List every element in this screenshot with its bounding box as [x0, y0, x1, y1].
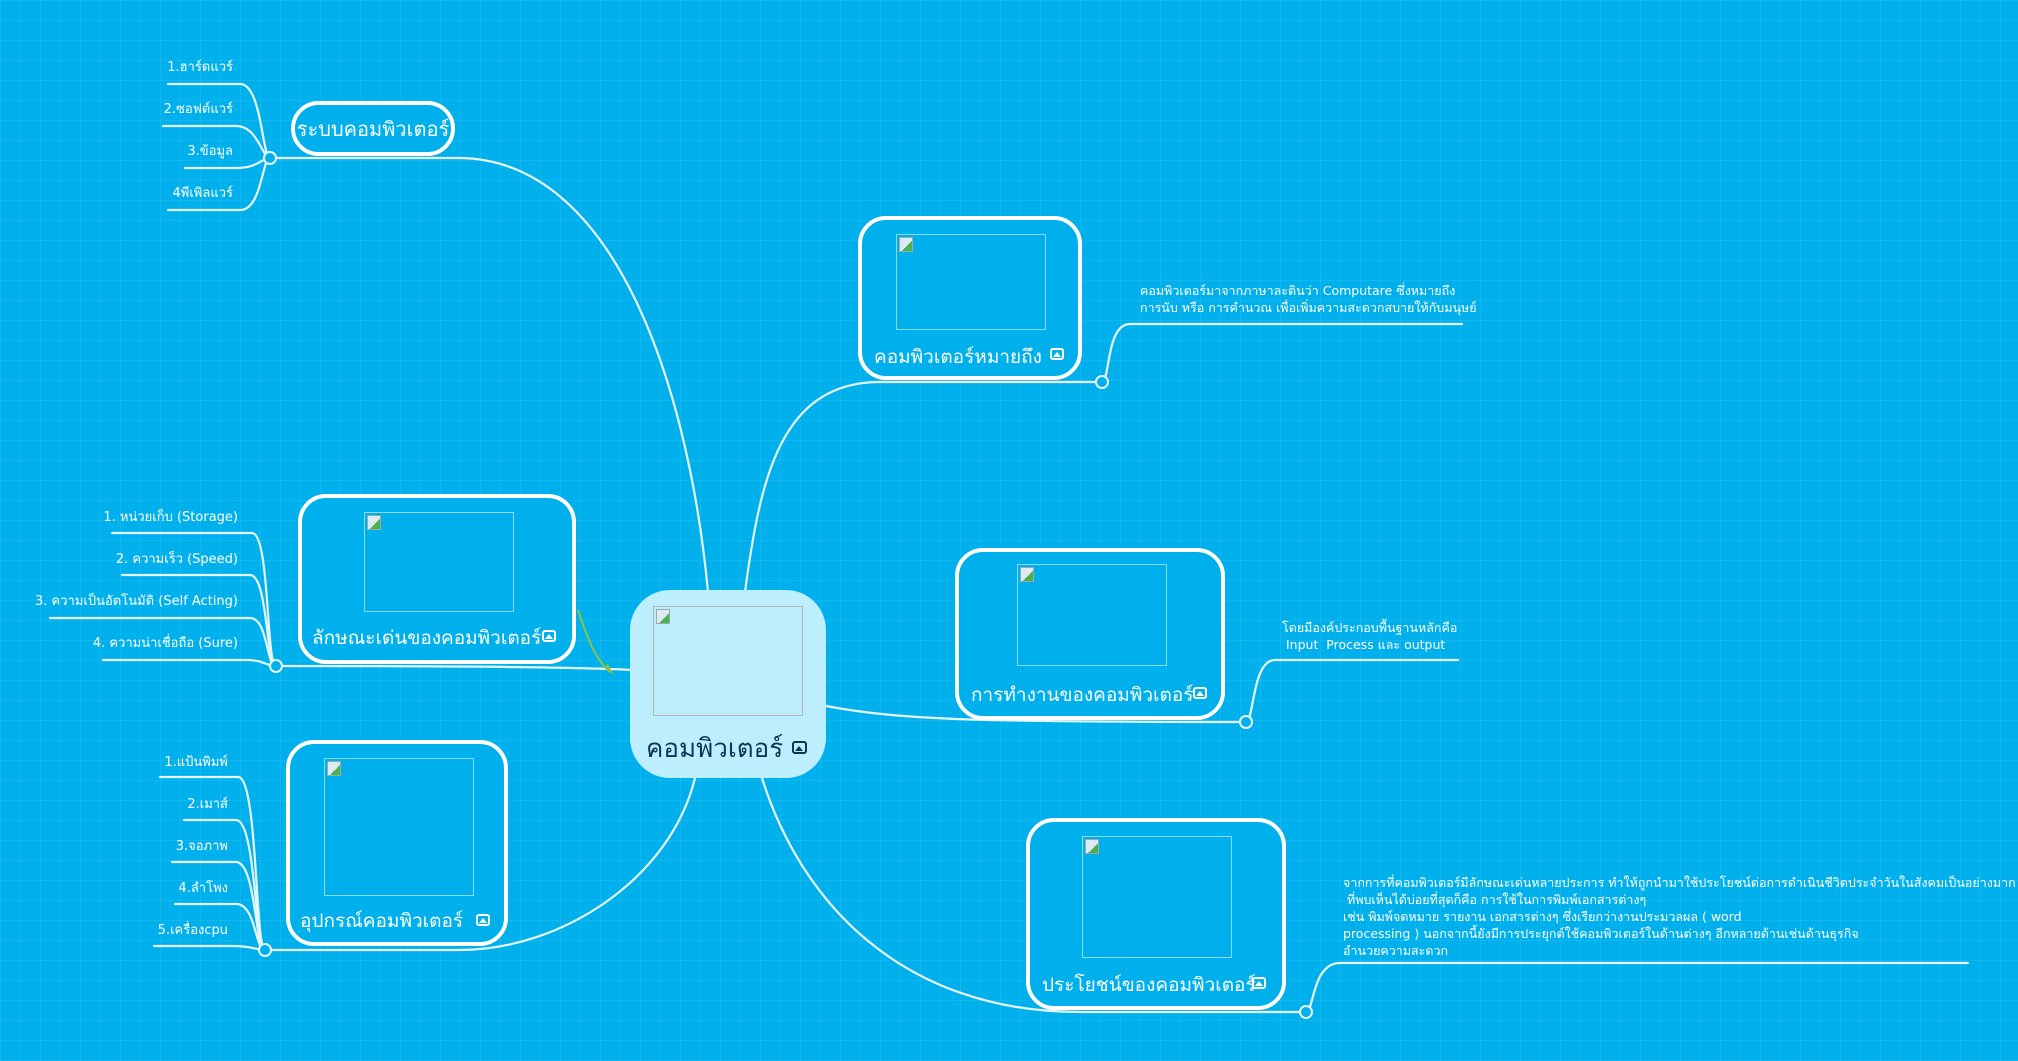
- broken-image-icon: [899, 237, 913, 252]
- image-icon[interactable]: [1193, 687, 1207, 699]
- image-placeholder: [896, 234, 1046, 330]
- image-placeholder: [1017, 564, 1167, 666]
- topic-benefits[interactable]: ประโยชน์ของคอมพิวเตอร์: [1026, 818, 1286, 1010]
- image-icon[interactable]: [542, 630, 556, 642]
- topic-features[interactable]: ลักษณะเด่นของคอมพิวเตอร์: [298, 494, 576, 664]
- image-icon[interactable]: [1252, 977, 1266, 989]
- leaf-features-3[interactable]: 3. ความเป็นอัตโนมัติ (Self Acting): [35, 594, 238, 609]
- topic-operation[interactable]: การทำงานของคอมพิวเตอร์: [955, 548, 1225, 720]
- leaf-system-3[interactable]: 3.ข้อมูล: [187, 144, 233, 159]
- broken-image-icon: [1020, 567, 1034, 582]
- leaf-features-4[interactable]: 4. ความน่าเชื่อถือ (Sure): [92, 636, 238, 651]
- topic-benefits-label: ประโยชน์ของคอมพิวเตอร์: [1042, 974, 1256, 996]
- topic-operation-label: การทำงานของคอมพิวเตอร์: [971, 684, 1194, 706]
- leaf-devices-5[interactable]: 5.เครื่องcpu: [157, 923, 228, 938]
- topic-devices-label: อุปกรณ์คอมพิวเตอร์: [300, 910, 464, 932]
- leaf-system-4[interactable]: 4พีเพิลแวร์: [172, 186, 233, 201]
- note-operation[interactable]: โดยมีองค์ประกอบพื้นฐานหลักคือ Input Proc…: [1282, 620, 1458, 652]
- leaf-system-2[interactable]: 2.ซอฟต์แวร์: [163, 102, 233, 117]
- note-meaning[interactable]: คอมพิวเตอร์มาจากภาษาละตินว่า Computare ซ…: [1140, 283, 1477, 315]
- leaf-devices-1[interactable]: 1.แป้นพิมพ์: [164, 755, 228, 770]
- topic-devices[interactable]: อุปกรณ์คอมพิวเตอร์: [286, 740, 508, 946]
- leaf-devices-4[interactable]: 4.ลำโพง: [178, 881, 228, 896]
- broken-image-icon: [1085, 839, 1099, 854]
- topic-features-label: ลักษณะเด่นของคอมพิวเตอร์: [312, 627, 542, 649]
- note-benefits[interactable]: จากการที่คอมพิวเตอร์มีลักษณะเด่นหลายประก…: [1343, 875, 2016, 958]
- image-placeholder: [1082, 836, 1232, 958]
- leaf-features-1[interactable]: 1. หน่วยเก็บ (Storage): [103, 510, 238, 525]
- broken-image-icon: [327, 761, 341, 776]
- central-label: คอมพิวเตอร์: [646, 734, 784, 764]
- broken-image-icon: [656, 609, 670, 624]
- topic-system-label: ระบบคอมพิวเตอร์: [296, 116, 450, 141]
- image-placeholder: [324, 758, 474, 896]
- leaf-devices-2[interactable]: 2.เมาส์: [187, 797, 228, 812]
- leaf-system-1[interactable]: 1.ฮาร์ดแวร์: [167, 60, 233, 75]
- image-icon[interactable]: [476, 914, 490, 926]
- image-icon[interactable]: [792, 741, 807, 754]
- topic-system[interactable]: ระบบคอมพิวเตอร์: [291, 101, 455, 156]
- topic-meaning[interactable]: คอมพิวเตอร์หมายถึง: [858, 216, 1082, 380]
- topic-meaning-label: คอมพิวเตอร์หมายถึง: [874, 346, 1042, 368]
- image-placeholder: [653, 606, 803, 716]
- image-icon[interactable]: [1050, 348, 1064, 360]
- central-node[interactable]: คอมพิวเตอร์: [630, 590, 826, 778]
- broken-image-icon: [367, 515, 381, 530]
- leaf-devices-3[interactable]: 3.จอภาพ: [175, 839, 228, 854]
- image-placeholder: [364, 512, 514, 612]
- leaf-features-2[interactable]: 2. ความเร็ว (Speed): [115, 552, 238, 567]
